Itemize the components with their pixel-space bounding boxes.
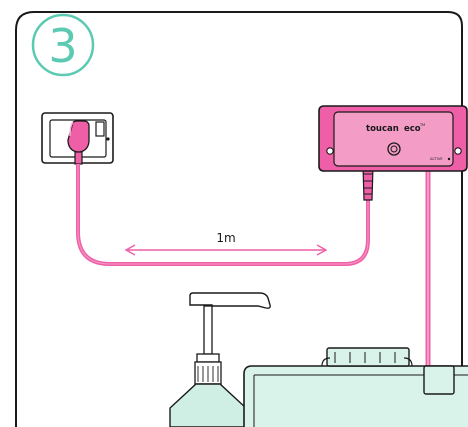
solution-container [243,347,468,427]
panel-frame [15,11,463,427]
length-indicator: 1m [124,231,328,256]
step-number: 3 [48,19,77,73]
power-button[interactable] [387,142,401,156]
container-port [423,365,455,395]
outlet-tube [425,166,440,381]
socket-switch [95,121,105,137]
length-label: 1m [216,231,235,245]
plug [67,120,90,165]
brand-name: toucan [366,124,399,134]
container-cap [326,347,410,367]
cable-strain-relief [362,165,374,201]
toucan-eco-device: toucan eco TM ACTIVE [318,105,468,172]
step-badge: 3 [31,13,95,77]
indicator-label: ACTIVE [430,157,443,161]
model-name: eco [404,124,421,134]
trademark-mark: TM [419,123,425,127]
soap-dispenser-bottle [169,292,271,427]
